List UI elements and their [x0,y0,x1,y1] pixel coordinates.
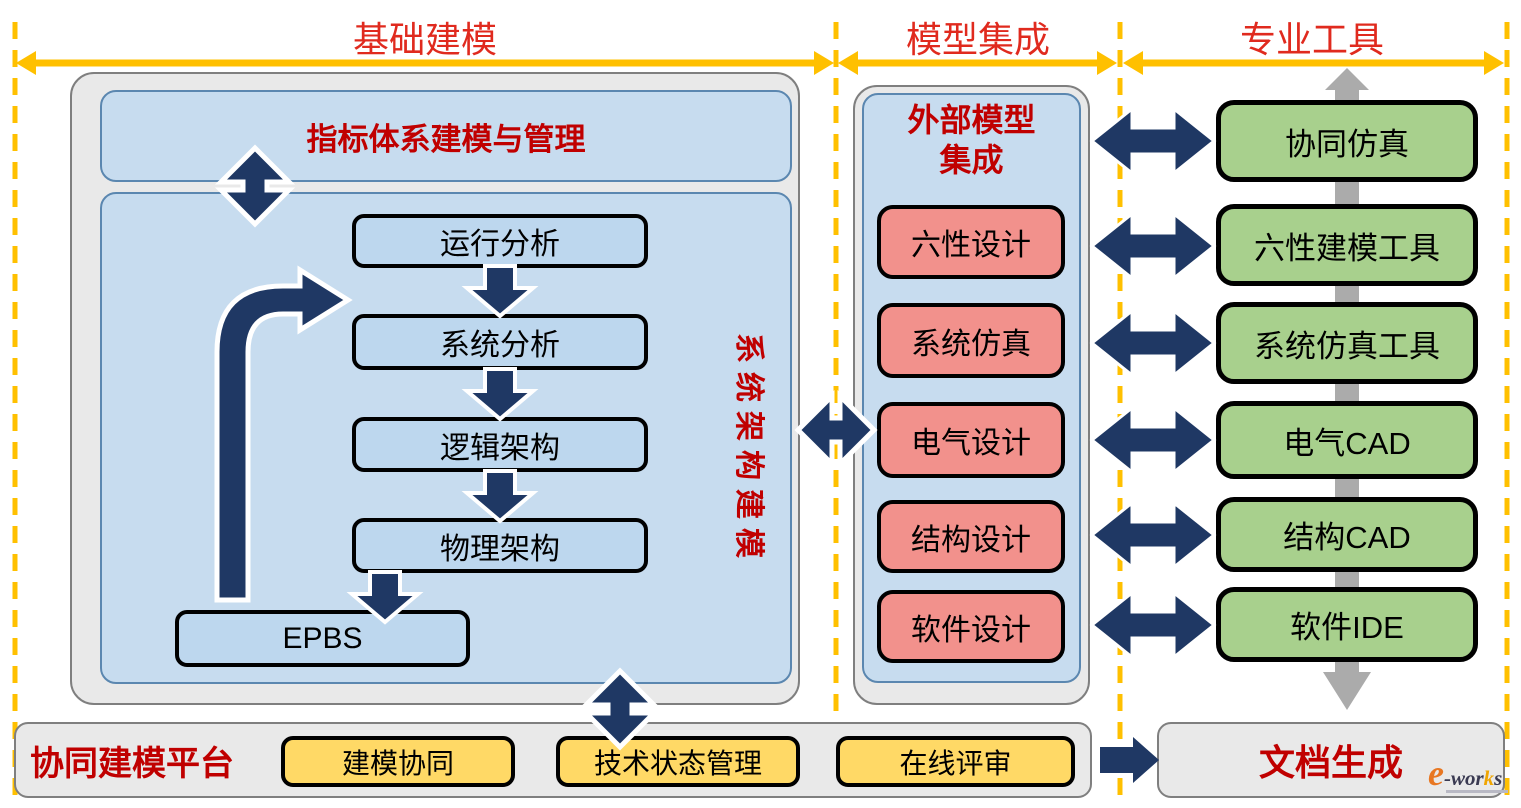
tool-box-structural-cad: 结构CAD [1216,497,1478,572]
doc-generation-box: 文档生成 [1157,722,1505,798]
right-arrow-icon [1100,737,1159,783]
tool-box-six-quality-modeling: 六性建模工具 [1216,204,1478,286]
integration-inner-panel [862,93,1081,683]
header-label-integration: 模型集成 [905,19,1050,60]
eworks-logo: e-works [1428,752,1508,793]
flow-box-epbs: EPBS [175,610,470,667]
flow-box-logical-architecture: 逻辑架构 [352,417,648,472]
platform-box-online-review: 在线评审 [836,736,1075,787]
header-label-tools: 专业工具 [1239,19,1384,60]
header-label-foundation: 基础建模 [352,19,497,60]
double-arrow-icon [1089,105,1217,177]
logo-underline [1446,790,1508,793]
flow-box-system-analysis: 系统分析 [352,314,648,370]
platform-box-modeling-collaboration: 建模协同 [281,736,515,787]
design-box-software: 软件设计 [877,590,1065,663]
tool-box-collaborative-simulation: 协同仿真 [1216,100,1478,182]
platform-title: 协同建模平台 [30,744,234,783]
tool-box-software-ide: 软件IDE [1216,587,1478,662]
flow-box-physical-architecture: 物理架构 [352,518,648,573]
kpi-modeling-box: 指标体系建模与管理 [100,90,792,182]
design-box-system-simulation: 系统仿真 [877,303,1065,378]
double-arrow-icon [1089,307,1217,379]
double-arrow-icon [1089,499,1217,571]
design-box-six-quality: 六性设计 [877,205,1065,279]
design-box-electrical: 电气设计 [877,402,1065,478]
double-arrow-icon [1089,404,1217,476]
tool-box-electrical-cad: 电气CAD [1216,401,1478,479]
kpi-modeling-label: 指标体系建模与管理 [306,121,586,157]
double-arrow-icon [1089,589,1217,661]
double-arrow-icon [1089,210,1217,282]
design-box-structural: 结构设计 [877,500,1065,573]
external-model-title: 外部模型 集成 [907,102,1036,178]
doc-generation-label: 文档生成 [1258,742,1403,783]
flow-box-operational-analysis: 运行分析 [352,214,648,268]
tool-box-system-simulation: 系统仿真工具 [1216,302,1478,384]
platform-box-configuration-management: 技术状态管理 [556,736,800,787]
